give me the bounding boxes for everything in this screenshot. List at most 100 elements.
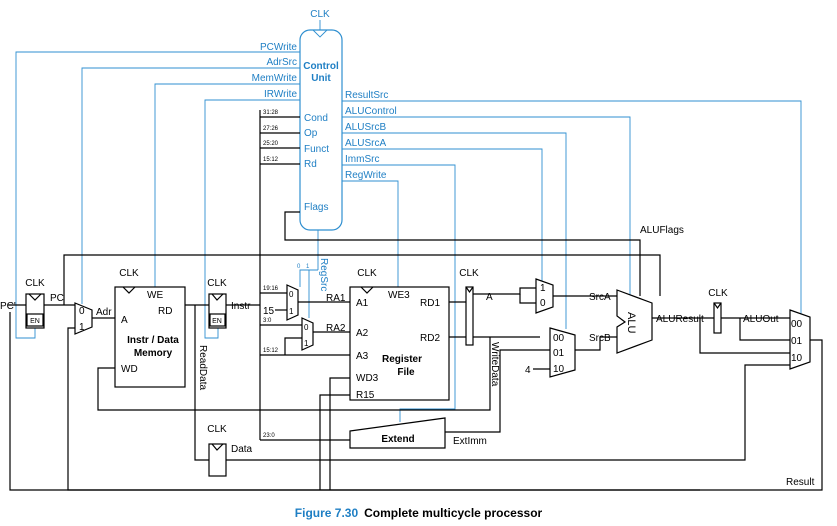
- result-mux-shape: [789, 309, 811, 370]
- memory-wd: WD: [121, 364, 138, 375]
- field-19-16: 19:16: [263, 286, 279, 292]
- alusrca-label: ALUSrcA: [345, 138, 386, 149]
- adr-mux: 0 1 Adr: [74, 302, 112, 335]
- control-wires: [15, 51, 802, 422]
- srcb-mux-in2: 10: [553, 364, 565, 375]
- srcb-mux-in1: 01: [553, 348, 565, 359]
- memory-a: A: [121, 315, 128, 326]
- data-register-box: [208, 443, 227, 477]
- regfile-clk: CLK: [357, 268, 377, 279]
- pc-prime-label: PC': [0, 301, 16, 312]
- pc-clk: CLK: [25, 278, 45, 289]
- alu-shape: [616, 289, 653, 354]
- instr-clk: CLK: [207, 278, 227, 289]
- regwrite-label: RegWrite: [345, 170, 387, 181]
- regfile-a3: A3: [356, 351, 369, 362]
- result-mux-in1: 01: [791, 336, 803, 347]
- control-unit-clk: CLK: [310, 9, 330, 20]
- ra1-mux-in0: 0: [289, 290, 294, 299]
- aluout-clk: CLK: [708, 288, 728, 299]
- regfile-r15: R15: [356, 390, 375, 401]
- ab-register: CLK A: [459, 268, 493, 346]
- regfile-a2: A2: [356, 328, 369, 339]
- pc-register: EN CLK PC' PC: [0, 278, 64, 329]
- control-input-op: Op: [304, 128, 318, 139]
- const-4: 4: [525, 365, 531, 376]
- const-15: 15: [263, 306, 275, 317]
- ra1-mux: [286, 284, 299, 321]
- srca-mux-in0: 0: [540, 298, 546, 309]
- a-label: A: [486, 292, 493, 303]
- control-unit-clock-triangle: [312, 29, 328, 38]
- regfile-rd2: RD2: [420, 333, 440, 344]
- aluout-label: ALUOut: [743, 314, 779, 325]
- readdata-label: ReadData: [197, 345, 208, 390]
- pcwrite-label: PCWrite: [260, 42, 297, 53]
- memory-title-1: Instr / Data: [127, 335, 179, 346]
- memory-clk: CLK: [119, 268, 139, 279]
- data-clk: CLK: [207, 424, 227, 435]
- control-unit-title-2: Unit: [311, 73, 331, 84]
- ab-register-box: [465, 286, 474, 346]
- srca-mux: 1 0 SrcA: [535, 278, 611, 314]
- srcb-mux-shape: [549, 327, 576, 378]
- data-wires: [8, 110, 823, 491]
- instr-register: EN CLK Instr: [207, 278, 251, 329]
- control-input-flags: Flags: [304, 202, 328, 213]
- srca-mux-in1: 1: [540, 283, 546, 294]
- regsrc-bit0: 0: [297, 264, 301, 270]
- srcb-mux: 00 01 10 4 SrcB: [525, 327, 611, 378]
- instr-label: Instr: [231, 301, 251, 312]
- data-label: Data: [231, 444, 253, 455]
- adr-mux-in0: 0: [79, 306, 85, 317]
- memory-box: [114, 286, 186, 388]
- ra2-mux-in0: 0: [304, 323, 309, 332]
- ra2-mux: [301, 317, 314, 351]
- adrsrc-label: AdrSrc: [266, 57, 297, 68]
- srca-mux-shape: [535, 278, 554, 314]
- pc-label: PC: [50, 293, 64, 304]
- pc-en: EN: [30, 318, 40, 325]
- aluflags-label: ALUFlags: [640, 225, 684, 236]
- memory-title-2: Memory: [134, 348, 173, 359]
- control-input-rd: Rd: [304, 159, 317, 170]
- ra2-mux-in1: 1: [304, 339, 309, 348]
- aluout-register-box: [713, 302, 722, 334]
- regsrc-label: RegSrc: [318, 258, 329, 291]
- result-label: Result: [786, 477, 815, 488]
- extend-label: Extend: [381, 434, 414, 445]
- instr-data-memory: CLK WE A RD WD Instr / Data Memory: [114, 268, 186, 388]
- regfile-wd3: WD3: [356, 373, 379, 384]
- figure-caption: Figure 7.30 Complete multicycle processor: [0, 506, 837, 520]
- regfile-title-1: Register: [382, 354, 422, 365]
- aluout-register: CLK ALUOut: [708, 288, 779, 334]
- result-mux-in0: 00: [791, 319, 803, 330]
- regfile-rd1: RD1: [420, 298, 440, 309]
- pc-enable-box: [26, 313, 44, 327]
- resultsrc-label: ResultSrc: [345, 90, 388, 101]
- control-input-cond: Cond: [304, 113, 328, 124]
- result-mux-in2: 10: [791, 353, 803, 364]
- extend-unit: Extend ExtImm: [349, 417, 487, 449]
- extend-shape: [349, 417, 446, 449]
- control-unit-box: [299, 29, 343, 231]
- control-input-funct: Funct: [304, 144, 329, 155]
- alusrcb-label: ALUSrcB: [345, 122, 386, 133]
- field-15-12-ctl: 15:12: [263, 157, 279, 163]
- instr-en: EN: [212, 318, 222, 325]
- figure-title: Complete multicycle processor: [364, 506, 543, 520]
- regsrc-bit1: 1: [306, 264, 310, 270]
- alu: ALU ALUFlags ALUResult: [616, 225, 704, 354]
- srcb-label: SrcB: [589, 333, 611, 344]
- regfile-a1: A1: [356, 298, 369, 309]
- regsrc-muxes: 19:16 3:0 15:12 23:0 15 0 1 0 1 RegSrc 0…: [263, 258, 346, 439]
- control-unit-title-1: Control: [303, 61, 339, 72]
- figure-number: Figure 7.30: [294, 506, 359, 520]
- adr-label: Adr: [96, 307, 112, 318]
- register-file-box: [349, 286, 450, 401]
- srca-label: SrcA: [589, 292, 611, 303]
- extimm-label: ExtImm: [453, 436, 487, 447]
- instr-enable-box: [209, 313, 226, 327]
- field-31-28: 31:28: [263, 110, 279, 116]
